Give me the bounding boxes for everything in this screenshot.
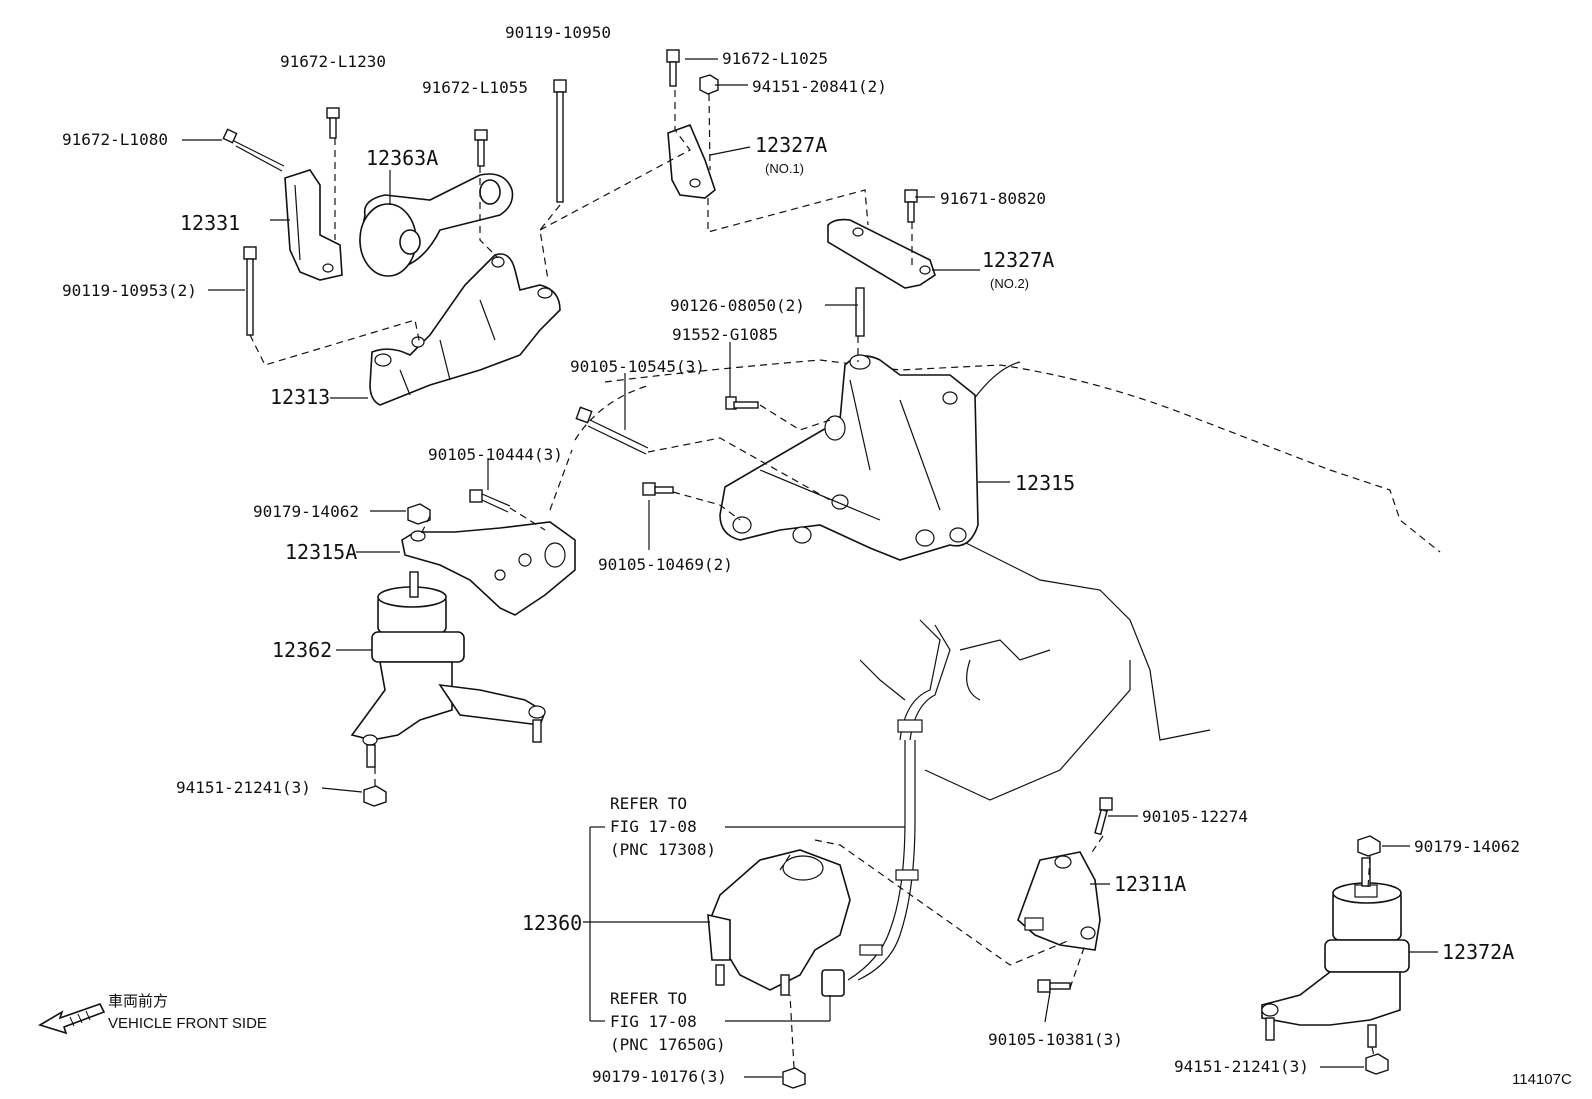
callout-labels: 91672-L1230 90119-10950 91672-L1025 9415…: [62, 23, 1572, 1088]
callout-90105-10469: 90105-10469(2): [598, 555, 733, 574]
callout-12362: 12362: [272, 638, 332, 662]
nut-94151-21241-a: [363, 785, 387, 807]
callout-94151-20841: 94151-20841(2): [752, 77, 887, 96]
callout-90119-10950: 90119-10950: [505, 23, 611, 42]
callout-12360: 12360: [522, 911, 582, 935]
callout-12313: 12313: [270, 385, 330, 409]
engine-mount-12362: [350, 571, 546, 768]
torque-rod-12363A: [359, 173, 514, 277]
callout-12315A: 12315A: [285, 540, 357, 564]
bolt-91672-L1080: [222, 128, 285, 172]
bolt-91672-L1055: [474, 129, 488, 167]
assembly-lines: [249, 90, 1375, 1069]
callout-12363A: 12363A: [366, 146, 438, 170]
callout-12327A-no1-sub: (NO.1): [765, 161, 804, 176]
callout-12372A: 12372A: [1442, 940, 1514, 964]
engine-outline: [549, 359, 1441, 801]
callout-90179-14062-a: 90179-14062: [253, 502, 359, 521]
callout-refer-1-a: REFER TO: [610, 794, 687, 813]
callout-91672-L1025: 91672-L1025: [722, 49, 828, 68]
bolt-91672-L1230: [326, 107, 340, 139]
nut-94151-20841: [699, 74, 719, 95]
bolt-90105-10444: [469, 489, 511, 513]
bracket-12311A: [1017, 851, 1101, 951]
callout-12327A-no2: 12327A: [982, 248, 1054, 272]
leader-lines: [182, 58, 1438, 1078]
callout-12315: 12315: [1015, 471, 1075, 495]
callout-90105-10545: 90105-10545(3): [570, 357, 705, 376]
direction-label-jp: 車両前方: [108, 993, 168, 1010]
callout-refer-2-a: REFER TO: [610, 989, 687, 1008]
bracket-12315A: [401, 521, 576, 616]
bracket-12331: [284, 169, 343, 281]
direction-label-en: VEHICLE FRONT SIDE: [108, 1015, 267, 1032]
callout-91552-G1085: 91552-G1085: [672, 325, 778, 344]
callout-90126-08050: 90126-08050(2): [670, 296, 805, 315]
bracket-12327A-no2: [827, 218, 936, 289]
bracket-12327A-no1: [667, 123, 716, 199]
bolt-90105-10381: [1037, 979, 1071, 993]
engine-mount-12372A: [1261, 857, 1410, 1048]
callout-90105-12274: 90105-12274: [1142, 807, 1248, 826]
callout-12331: 12331: [180, 211, 240, 235]
vehicle-front-arrow-icon: [38, 1003, 106, 1035]
nut-90179-10176: [782, 1067, 806, 1089]
nut-94151-21241-b: [1365, 1053, 1389, 1075]
callout-94151-21241-a: 94151-21241(3): [176, 778, 311, 797]
callout-91672-L1055: 91672-L1055: [422, 78, 528, 97]
callout-90179-10176: 90179-10176(3): [592, 1067, 727, 1086]
callout-12327A-no2-sub: (NO.2): [990, 276, 1029, 291]
callout-91672-L1080: 91672-L1080: [62, 130, 168, 149]
bolt-90105-12274: [1094, 797, 1113, 836]
fasteners: [222, 49, 1389, 1089]
bolt-90119-10950: [553, 79, 567, 203]
callout-12311A: 12311A: [1114, 872, 1186, 896]
bracket-12313: [369, 253, 561, 406]
callout-90105-10381: 90105-10381(3): [988, 1030, 1123, 1049]
callout-refer-2-b: FIG 17-08: [610, 1012, 697, 1031]
callout-91672-L1230: 91672-L1230: [280, 52, 386, 71]
bolt-91672-L1025: [666, 49, 680, 87]
callout-90105-10444: 90105-10444(3): [428, 445, 563, 464]
callout-12327A-no1: 12327A: [755, 133, 827, 157]
nut-90179-14062-b: [1357, 835, 1381, 857]
bolt-90119-10953: [243, 246, 257, 336]
callout-90179-14062-b: 90179-14062: [1414, 837, 1520, 856]
callout-refer-1-b: FIG 17-08: [610, 817, 697, 836]
bolt-91671-80820: [904, 189, 918, 223]
callout-refer-2-c: (PNC 17650G): [610, 1035, 726, 1054]
callout-94151-21241-b: 94151-21241(3): [1174, 1057, 1309, 1076]
engine-mount-12360: [707, 619, 951, 997]
diagram-id: 114107C: [1512, 1071, 1572, 1088]
nut-90179-14062-a: [407, 503, 431, 525]
bracket-12315: [719, 354, 979, 561]
bolt-90105-10469: [642, 482, 674, 496]
stud-90126-08050: [855, 287, 865, 337]
callout-90119-10953: 90119-10953(2): [62, 281, 197, 300]
bolt-90105-10545: [575, 406, 649, 455]
callout-91671-80820: 91671-80820: [940, 189, 1046, 208]
bolt-91552-G1085: [725, 396, 759, 410]
callout-refer-1-c: (PNC 17308): [610, 840, 716, 859]
